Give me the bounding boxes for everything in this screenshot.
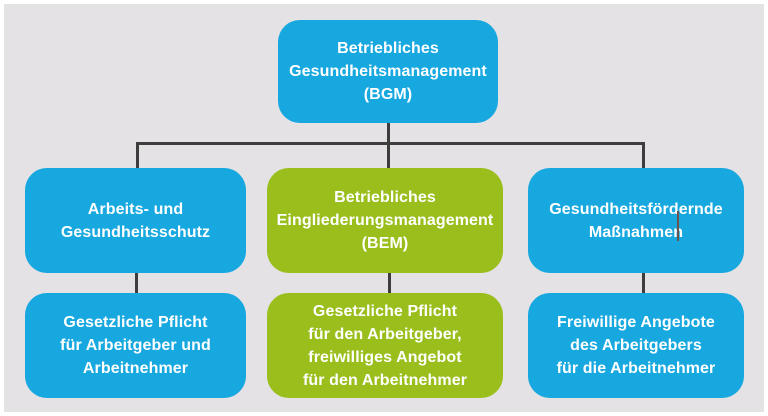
box-arbeits-gesundheitsschutz[interactable]: Arbeits- und Gesundheitsschutz [25,168,246,273]
box-freiwillige-angebote[interactable]: Freiwillige Angebote des Arbeitgebers fü… [528,293,744,398]
box-gesetzliche-pflicht-links-label: Gesetzliche Pflicht für Arbeitgeber und … [60,314,211,377]
box-arbeits-gesundheitsschutz-label: Arbeits- und Gesundheitsschutz [60,200,211,241]
box-gesetzliche-pflicht-links[interactable]: Gesetzliche Pflicht für Arbeitgeber und … [25,293,246,398]
connector-center-column [388,273,391,293]
connector-root-stem [387,123,390,168]
box-freiwillige-angebote-label: Freiwillige Angebote des Arbeitgebers fü… [556,314,716,377]
text-cursor [677,211,679,241]
box-bgm-root-label: Betriebliches Gesundheitsmanagement (BGM… [289,40,487,103]
box-bem-label: Betriebliches Eingliederungsmanagement (… [276,189,494,252]
box-bgm-root[interactable]: Betriebliches Gesundheitsmanagement (BGM… [278,20,498,123]
connector-right-column [642,273,645,293]
connector-drop-right [642,142,645,168]
box-bem[interactable]: Betriebliches Eingliederungsmanagement (… [267,168,503,273]
connector-drop-left [136,142,139,168]
box-gesundheitsfoerdernde-massnahmen[interactable]: Gesundheitsfördernde Maßnahmen [528,168,744,273]
box-gesetzliche-pflicht-bem[interactable]: Gesetzliche Pflicht für den Arbeitgeber,… [267,293,503,398]
connector-left-column [135,273,138,293]
connector-horizontal-bar [136,142,645,145]
box-gesundheitsfoerdernde-massnahmen-label: Gesundheitsfördernde Maßnahmen [549,200,723,241]
box-gesetzliche-pflicht-bem-label: Gesetzliche Pflicht für den Arbeitgeber,… [302,302,468,389]
